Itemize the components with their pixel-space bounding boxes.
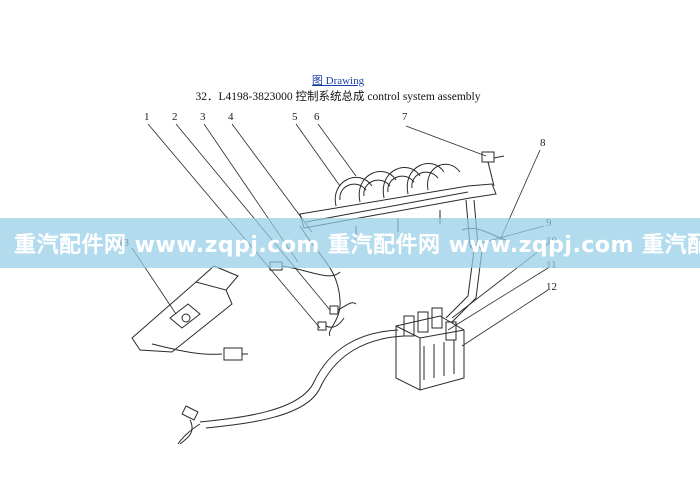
callout-2: 2 <box>172 111 178 123</box>
pedal-assembly-part-13 <box>131 265 248 361</box>
sensor-part-7 <box>481 151 505 187</box>
valve-block <box>395 307 465 391</box>
callout-4: 4 <box>228 111 234 123</box>
watermark-text: 重汽配件网 www.zqpj.com 重汽配件网 www.zqpj.com 重汽… <box>14 233 700 258</box>
connector-cluster <box>317 302 357 331</box>
callout-8: 8 <box>540 137 546 149</box>
callout-12: 12 <box>546 281 557 293</box>
drawing-link[interactable]: 图 Drawing <box>311 75 365 87</box>
callout-3: 3 <box>200 111 206 123</box>
callout-7: 7 <box>402 111 408 123</box>
callout-6: 6 <box>314 111 320 123</box>
control-rail <box>299 163 497 240</box>
callout-5: 5 <box>292 111 298 123</box>
watermark-band: 重汽配件网 www.zqpj.com 重汽配件网 www.zqpj.com 重汽… <box>0 218 700 268</box>
drawing-title: 32．L4198-3823000 控制系统总成 control system a… <box>195 91 481 103</box>
callout-1: 1 <box>144 111 150 123</box>
